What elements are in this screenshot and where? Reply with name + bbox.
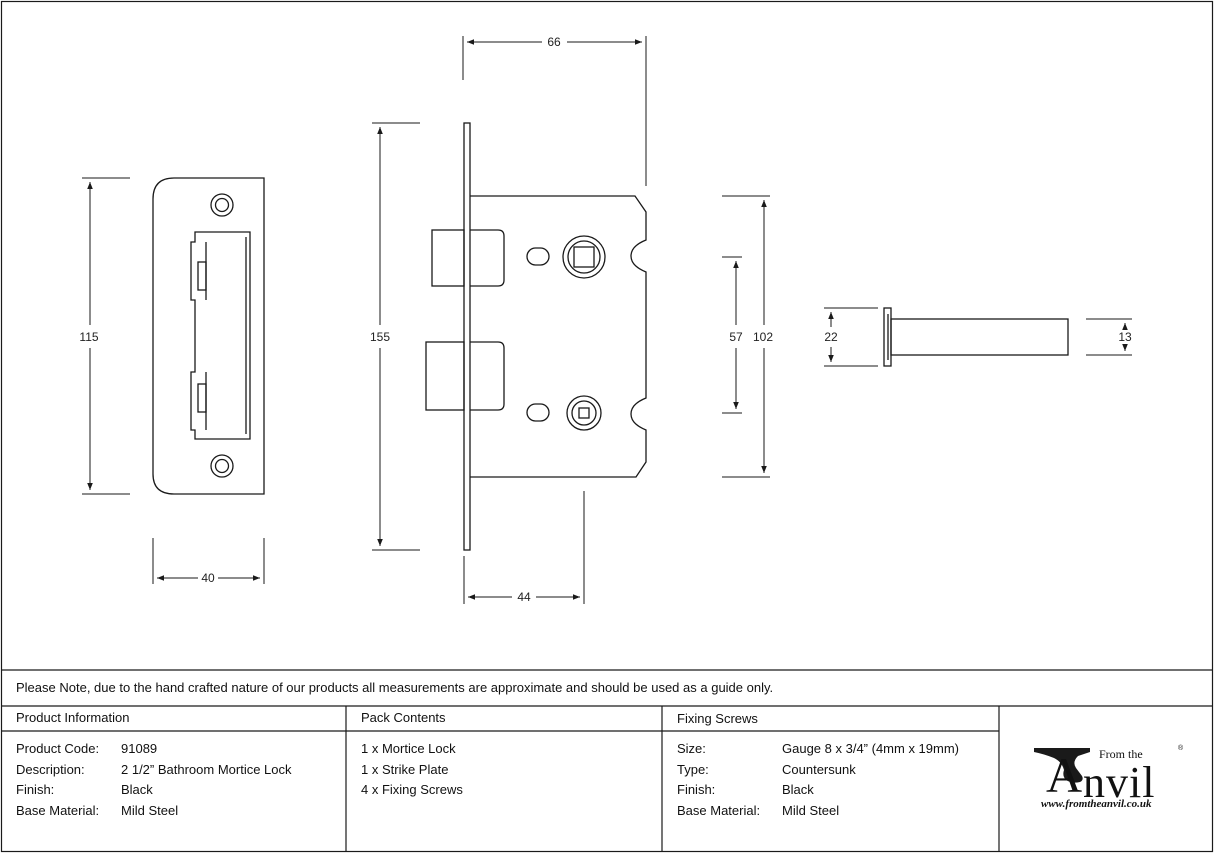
product-info-heading: Product Information [16, 710, 130, 725]
screw-type-label: Type: [677, 762, 709, 777]
dim-40-label: 40 [201, 571, 215, 585]
dim-strike-height [82, 177, 130, 495]
dim-spindle-plate [824, 307, 878, 367]
strike-plate [152, 177, 265, 495]
dim-22-label: 22 [824, 330, 838, 344]
dim-case-height-and-centres [722, 195, 770, 478]
mortice-lock-body [425, 122, 647, 551]
base-material-label: Base Material: [16, 803, 100, 818]
screw-size-value: Gauge 8 x 3/4” (4mm x 19mm) [782, 741, 959, 756]
logo-registered: ® [1178, 745, 1184, 752]
fixing-screws-heading: Fixing Screws [677, 711, 758, 726]
dim-faceplate-height [372, 122, 420, 551]
screw-material-label: Base Material: [677, 803, 761, 818]
description-value: 2 1/2” Bathroom Mortice Lock [121, 762, 292, 777]
logo-wordmark: nvil [1083, 758, 1156, 807]
screw-finish-label: Finish: [677, 782, 716, 797]
screw-material-value: Mild Steel [782, 803, 840, 818]
dim-44-label: 44 [517, 590, 531, 604]
logo-url: www.fromtheanvil.co.uk [1041, 798, 1152, 810]
finish-label: Finish: [16, 782, 55, 797]
screw-type-value: Countersunk [782, 762, 856, 777]
pack-item: 4 x Fixing Screws [361, 782, 463, 797]
dim-57-label: 57 [729, 330, 743, 344]
dim-case-depth [462, 36, 647, 186]
dim-102-label: 102 [753, 330, 773, 344]
dim-155-label: 155 [370, 330, 390, 344]
dim-13-label: 13 [1118, 330, 1132, 344]
pack-item: 1 x Mortice Lock [361, 741, 456, 756]
anvil-logo-mark [1034, 748, 1090, 783]
info-table-grid [1, 669, 1213, 852]
spindle [883, 307, 1069, 367]
pack-contents-heading: Pack Contents [361, 710, 446, 725]
description-label: Description: [16, 762, 85, 777]
screw-size-label: Size: [677, 741, 706, 756]
base-material-value: Mild Steel [121, 803, 179, 818]
product-code-label: Product Code: [16, 741, 100, 756]
measurement-note: Please Note, due to the hand crafted nat… [16, 680, 774, 695]
pack-item: 1 x Strike Plate [361, 762, 449, 777]
dim-spindle-diameter [1086, 318, 1132, 356]
logo-initial: A [1046, 747, 1084, 803]
screw-finish-value: Black [782, 782, 814, 797]
product-code-value: 91089 [121, 741, 158, 756]
dim-backset [463, 491, 585, 604]
finish-value: Black [121, 782, 153, 797]
dim-strike-width [152, 538, 265, 584]
dim-115-label: 115 [79, 330, 98, 344]
dim-66-label: 66 [547, 35, 561, 49]
logo-from-the: From the [1099, 747, 1143, 761]
